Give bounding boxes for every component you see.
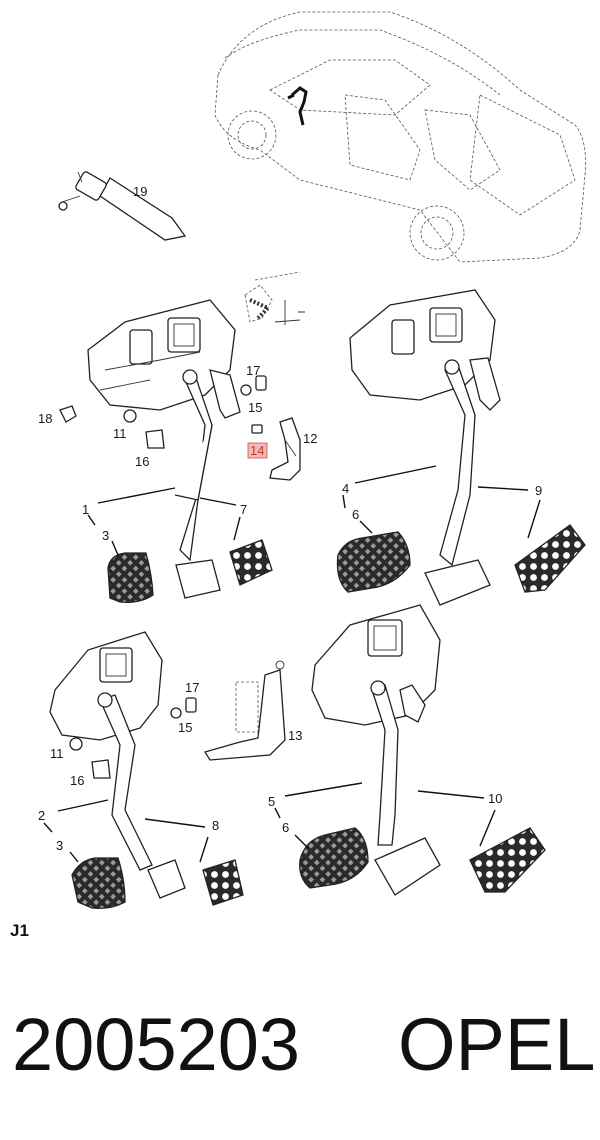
part-label-3b: 3 xyxy=(56,838,63,853)
sensor-part-19 xyxy=(58,171,187,241)
part-label-3a: 3 xyxy=(102,528,109,543)
pedal-assembly-5 xyxy=(311,604,441,896)
part-label-9: 9 xyxy=(535,483,542,498)
pedal-pad-6-lower xyxy=(299,827,369,889)
part-labels: 19 17 15 18 11 14 12 16 1 7 3 4 9 6 17 1… xyxy=(38,184,542,853)
pedal-pad-6-upper xyxy=(336,531,411,593)
pedal-assembly-1 xyxy=(87,299,241,599)
brand-name: OPEL xyxy=(398,1003,595,1086)
sheet-label: J1 xyxy=(10,921,29,940)
bracket-part-12 xyxy=(269,417,301,481)
part-label-1: 1 xyxy=(82,502,89,517)
floor-bracket-detail xyxy=(244,271,305,325)
pedal-pad-3-upper xyxy=(107,552,154,603)
part-label-8: 8 xyxy=(212,818,219,833)
part-label-11b: 11 xyxy=(50,746,64,761)
part-label-14: 14 xyxy=(250,443,264,458)
part-label-15b: 15 xyxy=(178,720,192,735)
pedal-pad-10 xyxy=(469,827,546,893)
part-label-4: 4 xyxy=(342,481,349,496)
part-label-15a: 15 xyxy=(248,400,262,415)
pedal-assembly-4 xyxy=(349,289,501,606)
part-label-12: 12 xyxy=(303,431,317,446)
part-label-6a: 6 xyxy=(352,507,359,522)
vehicle-outline xyxy=(214,11,586,263)
part-label-10: 10 xyxy=(488,791,502,806)
part-label-6b: 6 xyxy=(282,820,289,835)
part-number: 2005203 xyxy=(12,1003,300,1086)
bracket-part-13 xyxy=(203,660,286,761)
part-label-13: 13 xyxy=(288,728,302,743)
pedal-pad-9 xyxy=(514,524,586,593)
part-label-19: 19 xyxy=(133,184,147,199)
pedal-assembly-2 xyxy=(49,631,186,899)
part-label-17b: 17 xyxy=(185,680,199,695)
part-label-17a: 17 xyxy=(246,363,260,378)
part-label-5: 5 xyxy=(268,794,275,809)
pedal-pad-8 xyxy=(202,859,244,906)
hardware-parts xyxy=(59,375,267,779)
part-label-7: 7 xyxy=(240,502,247,517)
part-label-18: 18 xyxy=(38,411,52,426)
part-label-11a: 11 xyxy=(113,426,127,441)
part-14-highlight xyxy=(247,442,268,459)
pedal-pad-7 xyxy=(229,539,273,586)
leader-lines xyxy=(43,465,541,863)
part-label-16b: 16 xyxy=(70,773,84,788)
part-label-2: 2 xyxy=(38,808,45,823)
part-label-16a: 16 xyxy=(135,454,149,469)
pedal-pad-3-lower xyxy=(71,857,126,910)
